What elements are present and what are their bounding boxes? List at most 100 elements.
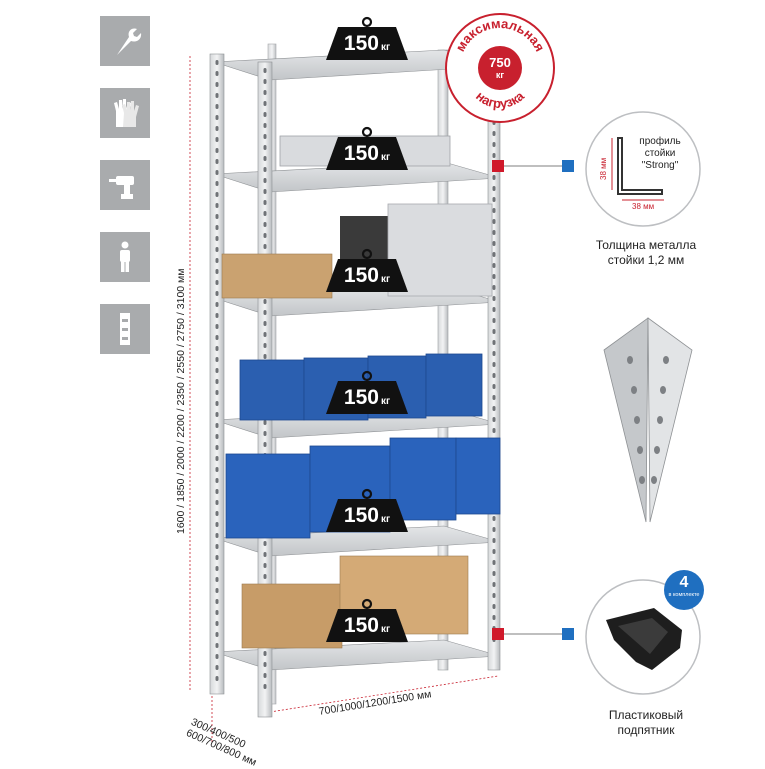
foot-caption-line1: Пластиковый [608,708,684,722]
post-hole [215,577,219,582]
post-hole [215,203,219,208]
post-hole [215,423,219,428]
post-hole [263,167,267,172]
post-hole [492,175,496,180]
profile-text-2: стойки [644,148,676,159]
post-hole [263,673,267,678]
post-hole [215,170,219,175]
post-hole [215,489,219,494]
post-hole [492,263,496,268]
foot-count-badge: 4 в комплекте [664,570,704,610]
post-hole [263,244,267,249]
max-load-line2: нагрузка [473,88,527,111]
post-hole [263,321,267,326]
wrench-icon [115,28,142,55]
post-hole [492,274,496,279]
post-hole [215,533,219,538]
tool-tile [100,16,150,66]
post-hole [215,588,219,593]
post-hole [263,123,267,128]
post-hole [215,126,219,131]
post-hole [263,431,267,436]
post-hole [263,156,267,161]
post-hole [215,93,219,98]
post-hole [492,153,496,158]
foot-caption: Пластиковый подпятник [566,708,726,738]
post-hole [263,662,267,667]
post-hole [492,296,496,301]
post-hole [492,307,496,312]
post-hole [215,566,219,571]
shelf-load-unit: кг [380,152,391,163]
post-hole [263,310,267,315]
post-hole [263,79,267,84]
post-hole [215,478,219,483]
post-hole [492,384,496,389]
profile-text-1: профиль [639,136,681,147]
weight-icon [326,126,408,170]
weight-icon [326,248,408,292]
post-hole [215,676,219,681]
post-hole [492,285,496,290]
post-hole [263,112,267,117]
post-hole [263,189,267,194]
profile-dim-vertical: 38 мм [599,157,608,180]
post-hole [215,181,219,186]
post-hole [215,401,219,406]
post-hole [492,241,496,246]
gloves-icon [114,99,139,127]
post-hole [492,406,496,411]
post-hole [215,621,219,626]
post-hole [263,233,267,238]
post-hole [263,442,267,447]
post-hole [215,302,219,307]
post-hole [492,230,496,235]
post-detail-image [603,317,693,523]
post-hole [492,571,496,576]
post-hole [215,390,219,395]
post-hole [263,574,267,579]
shelf-load-unit: кг [380,396,391,407]
post-hole [215,71,219,76]
post-hole [492,615,496,620]
foot-count-text: в комплекте [668,592,700,598]
post-hole [263,101,267,106]
post-hole [492,428,496,433]
post-hole [215,214,219,219]
height-tile [100,232,150,282]
profile-text-3: "Strong" [641,160,679,171]
post-hole [215,236,219,241]
profile-circle: профиль стойки "Strong" 38 мм 38 мм [584,110,702,228]
person-icon [120,241,130,272]
post-hole [215,643,219,648]
post-hole [492,538,496,543]
post-hole [215,137,219,142]
post-hole [492,516,496,521]
max-load-unit: кг [495,70,505,80]
post-hole [215,467,219,472]
post-hole [263,200,267,205]
post-hole [215,632,219,637]
red-marker-bottom [492,628,504,640]
post-hole [263,90,267,95]
post-hole [215,225,219,230]
red-marker-top [492,160,504,172]
post-hole [492,340,496,345]
shelf-load-value: 150 [343,614,379,637]
post-hole [263,552,267,557]
post-hole [492,219,496,224]
post-hole [492,208,496,213]
post-hole [263,211,267,216]
post-hole [215,434,219,439]
post-hole [492,582,496,587]
post-hole [492,351,496,356]
post-hole [215,445,219,450]
post-hole [215,555,219,560]
post-hole [263,299,267,304]
post-hole [263,145,267,150]
post-hole [263,541,267,546]
max-load-badge: максимальная нагрузка 750 кг [444,12,556,124]
